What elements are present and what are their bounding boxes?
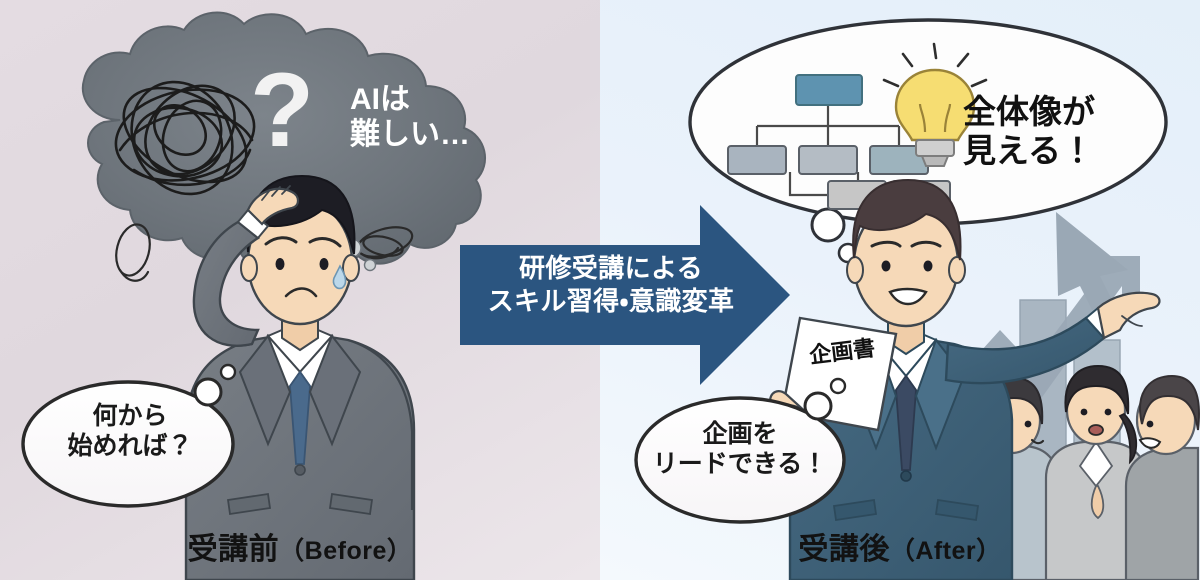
caption-after: 受講後（After） [600, 524, 1200, 568]
arrow-label-line2: スキル習得・意識変革 [487, 286, 735, 317]
caption-before-en: （Before） [279, 537, 413, 565]
caption-after-en: （After） [889, 537, 1002, 565]
arrow-label-line1: 研修受講による [518, 253, 704, 283]
before-speech-bubble-text: 何から 始めれば？ [67, 402, 193, 460]
after-thought-title: 全体像が 見える！ [963, 93, 1095, 169]
caption-before-jp: 受講前 [187, 533, 280, 566]
cloud-text: AIは 難しい… [350, 83, 470, 152]
arrow-label: 研修受講によるスキル習得・意識変革 [466, 252, 756, 319]
question-mark-glyph: ? [250, 52, 315, 169]
caption-after-jp: 受講後 [798, 533, 890, 566]
caption-before: 受講前（Before） [0, 524, 600, 568]
after-speech-bubble-text: 企画を リードできる！ [652, 420, 828, 478]
